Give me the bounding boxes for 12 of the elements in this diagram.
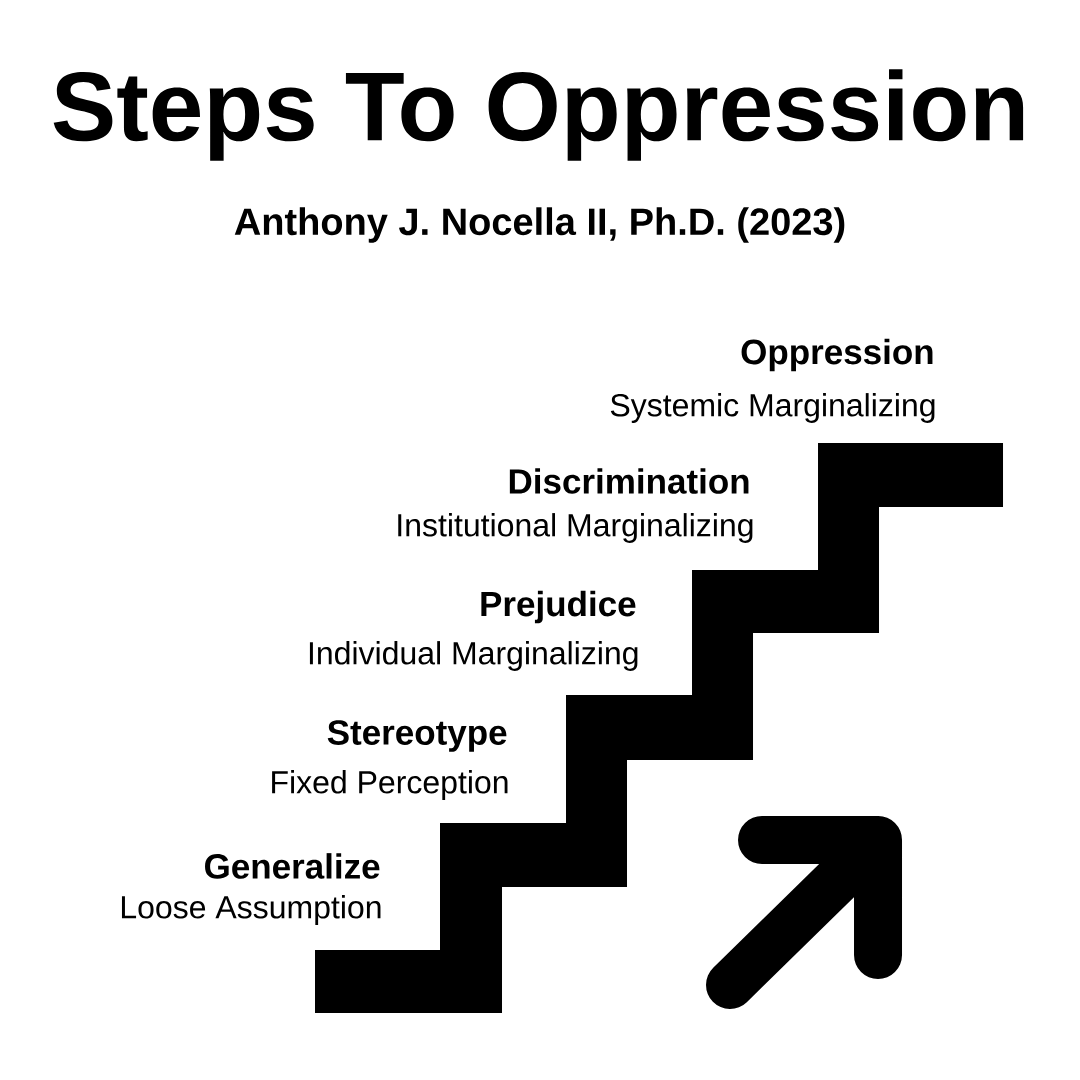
step-heading: Generalize: [205, 853, 380, 879]
step-heading: Stereotype: [327, 720, 507, 752]
step-description: Institutional Marginalizing: [398, 513, 753, 543]
title: Steps To Oppression: [53, 69, 1024, 161]
subtitle: Anthony J. Nocella II, Ph.D. (2023): [234, 207, 845, 243]
step-description: Systemic Marginalizing: [610, 393, 935, 423]
step-description: Individual Marginalizing: [309, 641, 638, 671]
step-description: Loose Assumption: [121, 895, 381, 925]
step-heading: Prejudice: [481, 590, 636, 624]
step-heading: Discrimination: [509, 468, 749, 494]
step-description: Fixed Perception: [272, 770, 508, 800]
step-heading: Oppression: [741, 338, 933, 372]
